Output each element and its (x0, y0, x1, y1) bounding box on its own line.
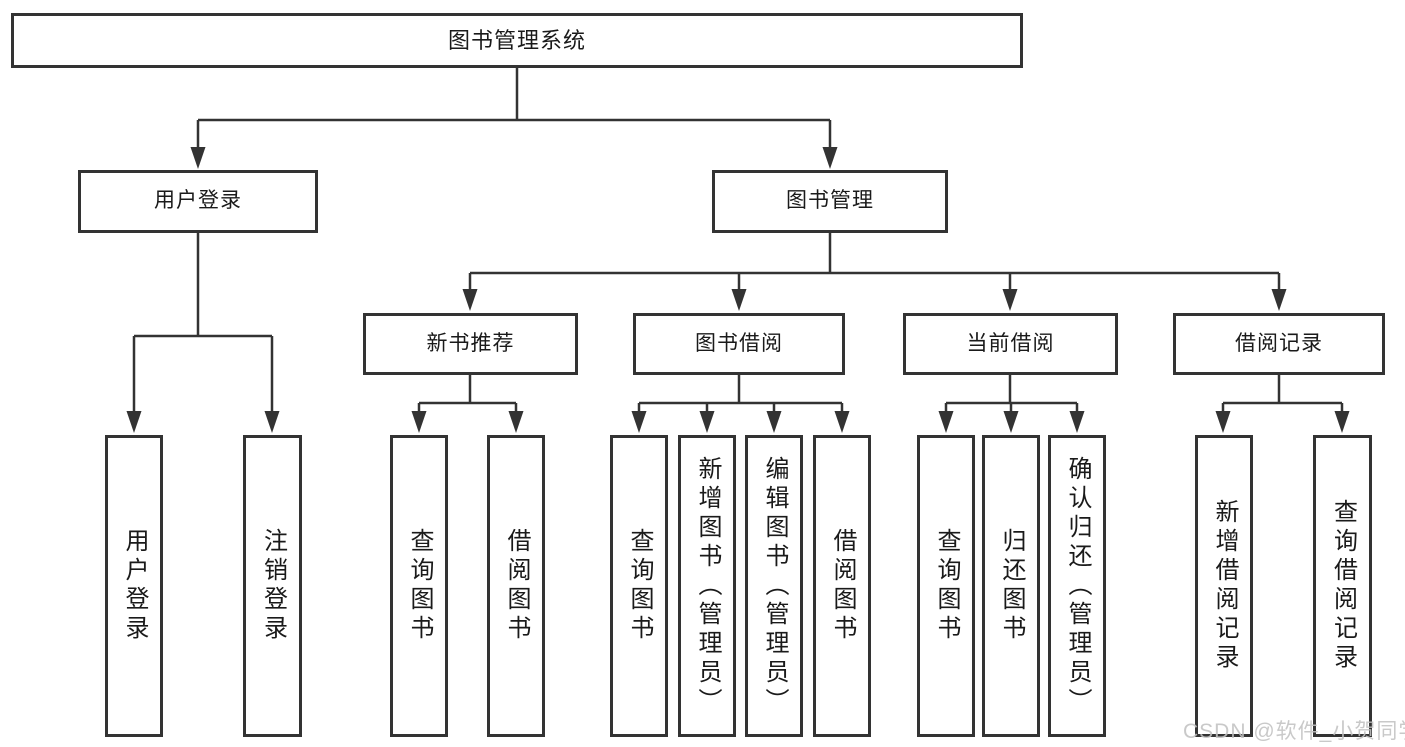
arrowhead-icon (1069, 411, 1085, 433)
arrowhead-icon (190, 147, 206, 169)
leaf-query-books-newbook: 查询图书 (390, 435, 448, 737)
node-book-borrow: 图书借阅 (633, 313, 845, 375)
leaf-confirm-return-admin: 确认归还（管理员） (1048, 435, 1106, 737)
arrowhead-icon (508, 411, 524, 433)
leaf-return-books: 归还图书 (982, 435, 1040, 737)
connector-book-management-to-level3 (468, 233, 1281, 291)
connector-user-login-to-leaves (132, 233, 274, 413)
connector-book-borrow-to-leaves (637, 375, 844, 413)
leaf-add-borrow-record: 新增借阅记录 (1195, 435, 1253, 737)
node-book-management: 图书管理 (712, 170, 948, 233)
arrowhead-icon (822, 147, 838, 169)
arrowhead-icon (731, 289, 747, 311)
connector-root-to-level2 (196, 68, 832, 149)
leaf-add-books-admin: 新增图书（管理员） (678, 435, 736, 737)
node-user-login: 用户登录 (78, 170, 318, 233)
node-new-book-recommend: 新书推荐 (363, 313, 578, 375)
connector-borrow-records-to-leaves (1221, 375, 1344, 413)
arrowhead-icon (834, 411, 850, 433)
connector-current-borrow-to-leaves (944, 375, 1079, 413)
arrowhead-icon (699, 411, 715, 433)
leaf-query-borrow-record: 查询借阅记录 (1313, 435, 1372, 737)
arrowhead-icon (1271, 289, 1287, 311)
leaf-logout-login: 注销登录 (243, 435, 302, 737)
leaf-query-books-borrow: 查询图书 (610, 435, 668, 737)
arrowhead-icon (1003, 411, 1019, 433)
arrowhead-icon (126, 411, 142, 433)
node-borrow-records: 借阅记录 (1173, 313, 1385, 375)
leaf-user-login: 用户登录 (105, 435, 163, 737)
leaf-borrow-books-newbook: 借阅图书 (487, 435, 545, 737)
leaf-borrow-books-borrow: 借阅图书 (813, 435, 871, 737)
arrowhead-icon (938, 411, 954, 433)
node-current-borrow: 当前借阅 (903, 313, 1118, 375)
arrowhead-icon (1002, 289, 1018, 311)
arrowhead-icon (462, 289, 478, 311)
arrowhead-icon (411, 411, 427, 433)
arrowhead-icon (1334, 411, 1350, 433)
arrowhead-icon (264, 411, 280, 433)
node-library-system: 图书管理系统 (11, 13, 1023, 68)
arrowhead-icon (1215, 411, 1231, 433)
arrowhead-icon (631, 411, 647, 433)
csdn-watermark: CSDN @软件_小贺同学 (1183, 720, 1405, 743)
arrowhead-icon (766, 411, 782, 433)
leaf-query-books-current: 查询图书 (917, 435, 975, 737)
connector-new-book-to-leaves (417, 375, 518, 413)
leaf-edit-books-admin: 编辑图书（管理员） (745, 435, 803, 737)
